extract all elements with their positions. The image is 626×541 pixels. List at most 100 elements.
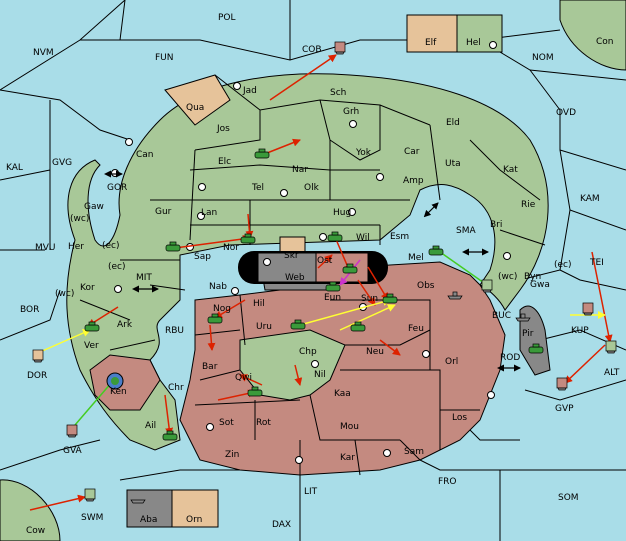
- land-label-qua[interactable]: Qua: [186, 103, 204, 113]
- land-label-nor[interactable]: Nor: [223, 243, 239, 253]
- sea-label-kal[interactable]: KAL: [6, 163, 23, 173]
- land-label-grh[interactable]: Grh: [343, 107, 359, 117]
- land-label-ail[interactable]: Ail: [145, 421, 156, 431]
- land-label-aba[interactable]: Aba: [140, 515, 157, 525]
- land-label-eun[interactable]: Eun: [324, 293, 341, 303]
- land-label-rot[interactable]: Rot: [256, 418, 271, 428]
- sea-label-som[interactable]: SOM: [558, 493, 579, 503]
- sea-label-cob[interactable]: COB: [302, 45, 322, 55]
- land-label-skr[interactable]: Skr: [284, 251, 299, 261]
- land-label-olk[interactable]: Olk: [304, 183, 320, 193]
- sea-label-lit[interactable]: LIT: [304, 487, 318, 497]
- land-label-wil[interactable]: Wil: [356, 233, 370, 243]
- land-label-los[interactable]: Los: [452, 413, 467, 423]
- land-label-hug[interactable]: Hug: [333, 208, 351, 218]
- sea-label-kup[interactable]: KUP: [571, 326, 589, 336]
- land-label-yok[interactable]: Yok: [355, 148, 372, 158]
- land-label-cow[interactable]: Cow: [26, 526, 45, 536]
- land-label-can[interactable]: Can: [136, 150, 154, 160]
- land-label-web[interactable]: Web: [285, 273, 305, 283]
- sea-label-nvm[interactable]: NVM: [33, 48, 54, 58]
- land-label-esm[interactable]: Esm: [390, 232, 409, 242]
- land-label-jos[interactable]: Jos: [216, 124, 230, 134]
- sea-label-fun[interactable]: FUN: [155, 53, 174, 63]
- coast-label-byn-wc[interactable]: (wc): [498, 272, 517, 282]
- land-label-sap[interactable]: Sap: [194, 252, 211, 262]
- land-label-uta[interactable]: Uta: [445, 159, 461, 169]
- coast-label-kor-wc[interactable]: (wc): [55, 289, 74, 299]
- sea-label-bor[interactable]: BOR: [20, 305, 39, 315]
- land-label-mel[interactable]: Mel: [408, 253, 424, 263]
- land-label-sch[interactable]: Sch: [330, 88, 346, 98]
- land-label-orn[interactable]: Orn: [186, 515, 202, 525]
- land-label-tel[interactable]: Tel: [251, 183, 264, 193]
- land-label-ken[interactable]: Ken: [110, 387, 127, 397]
- land-label-eld[interactable]: Eld: [446, 118, 460, 128]
- sea-label-gvg[interactable]: GVG: [52, 158, 72, 168]
- land-label-nog[interactable]: Nog: [213, 304, 231, 314]
- sea-label-alt[interactable]: ALT: [604, 368, 620, 378]
- land-label-kat[interactable]: Kat: [503, 165, 518, 175]
- land-label-ver[interactable]: Ver: [84, 341, 99, 351]
- land-label-sot[interactable]: Sot: [219, 418, 234, 428]
- land-label-chp[interactable]: Chp: [299, 347, 317, 357]
- land-label-amp[interactable]: Amp: [403, 176, 424, 186]
- sea-label-dax[interactable]: DAX: [272, 520, 291, 530]
- sea-label-fro[interactable]: FRO: [438, 477, 457, 487]
- land-label-gaw[interactable]: Gaw: [84, 202, 104, 212]
- land-label-sun[interactable]: Sun: [361, 294, 378, 304]
- land-label-kar[interactable]: Kar: [340, 453, 355, 463]
- land-label-mou[interactable]: Mou: [340, 422, 359, 432]
- sea-label-pol[interactable]: POL: [218, 13, 236, 23]
- land-label-jad[interactable]: Jad: [242, 86, 257, 96]
- sea-label-buc[interactable]: BUC: [492, 311, 511, 321]
- land-label-obs[interactable]: Obs: [417, 281, 435, 291]
- land-label-ark[interactable]: Ark: [117, 320, 133, 330]
- land-label-chr[interactable]: Chr: [168, 383, 184, 393]
- land-label-byn[interactable]: Byn: [524, 272, 541, 282]
- sea-label-gvp[interactable]: GVP: [555, 404, 574, 414]
- sea-label-kam[interactable]: KAM: [580, 194, 600, 204]
- sea-label-rbu[interactable]: RBU: [165, 326, 184, 336]
- land-label-elf[interactable]: Elf: [425, 38, 437, 48]
- coast-label-her-ec[interactable]: (ec): [102, 241, 120, 251]
- coast-label-gwa-ec[interactable]: (ec): [554, 260, 572, 270]
- sea-label-gor[interactable]: GOR: [107, 183, 127, 193]
- sea-label-gva[interactable]: GVA: [63, 446, 83, 456]
- land-label-orl[interactable]: Orl: [445, 357, 458, 367]
- land-label-pir[interactable]: Pir: [522, 329, 534, 339]
- sea-label-swm[interactable]: SWM: [81, 513, 103, 523]
- land-label-rie[interactable]: Rie: [521, 200, 536, 210]
- land-label-con[interactable]: Con: [596, 37, 614, 47]
- land-label-her[interactable]: Her: [68, 242, 84, 252]
- land-label-neu[interactable]: Neu: [366, 347, 384, 357]
- land-label-nab[interactable]: Nab: [209, 282, 227, 292]
- coast-label-gaw-wc[interactable]: (wc): [70, 214, 89, 224]
- land-label-zin[interactable]: Zin: [225, 450, 239, 460]
- sea-label-rod[interactable]: ROD: [500, 353, 520, 363]
- sea-label-nom[interactable]: NOM: [532, 53, 554, 63]
- land-label-uru[interactable]: Uru: [256, 322, 272, 332]
- land-label-gwa[interactable]: Gwa: [530, 280, 550, 290]
- sea-label-dor[interactable]: DOR: [27, 371, 47, 381]
- land-label-feu[interactable]: Feu: [408, 324, 424, 334]
- land-label-hel[interactable]: Hel: [466, 38, 481, 48]
- sea-label-ovd[interactable]: OVD: [556, 108, 576, 118]
- land-label-car[interactable]: Car: [404, 147, 420, 157]
- land-label-elc[interactable]: Elc: [218, 157, 231, 167]
- land-label-sam[interactable]: Sam: [404, 447, 424, 457]
- land-label-bar[interactable]: Bar: [202, 362, 218, 372]
- land-label-kaa[interactable]: Kaa: [334, 389, 351, 399]
- sea-label-sma[interactable]: SMA: [456, 226, 476, 236]
- sea-label-mvu[interactable]: MVU: [35, 243, 56, 253]
- land-label-gur[interactable]: Gur: [155, 207, 172, 217]
- land-label-bri[interactable]: Bri: [490, 220, 502, 230]
- land-label-hil[interactable]: Hil: [253, 299, 265, 309]
- coast-label-kor-ec[interactable]: (ec): [108, 262, 126, 272]
- land-label-nil[interactable]: Nil: [314, 370, 326, 380]
- land-label-kor[interactable]: Kor: [80, 283, 95, 293]
- sea-label-tei[interactable]: TEI: [589, 258, 604, 268]
- land-label-nar[interactable]: Nar: [292, 165, 308, 175]
- land-label-ost[interactable]: Ost: [317, 256, 333, 266]
- land-label-lan[interactable]: Lan: [201, 208, 217, 218]
